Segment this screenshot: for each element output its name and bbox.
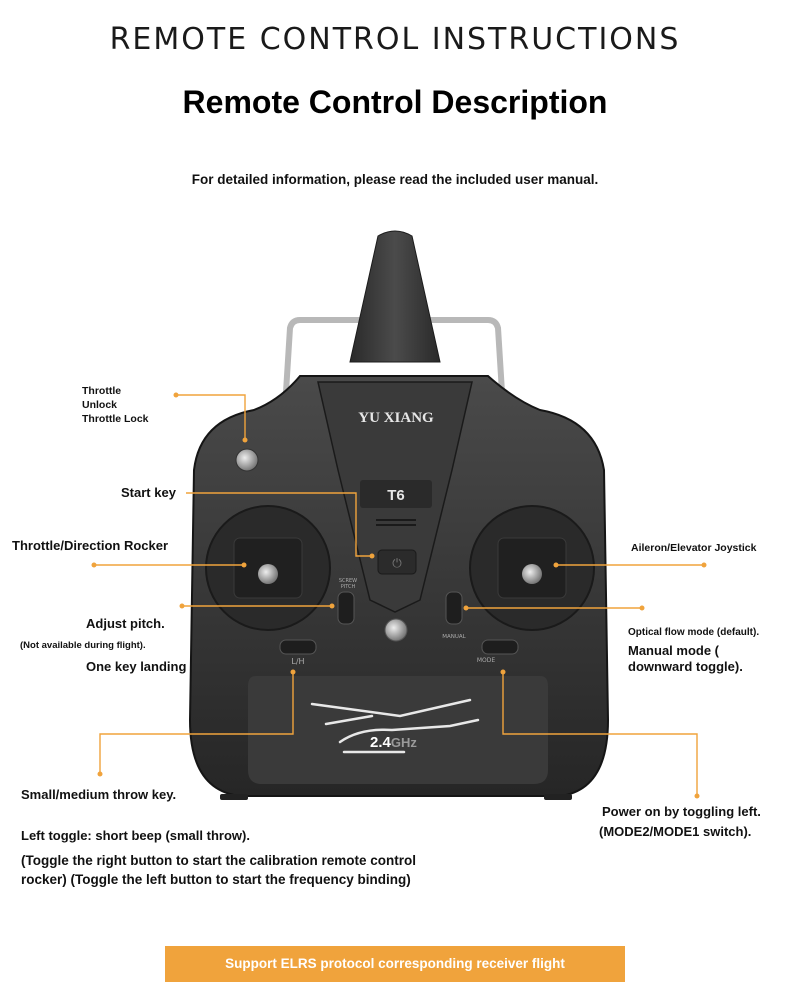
label-power-on-1: Power on by toggling left. [602, 804, 761, 819]
label-throttle: Throttle [82, 385, 122, 397]
label-one-key-landing: One key landing [86, 659, 187, 674]
power-icon: ⏻ [392, 556, 402, 570]
label-adjust-pitch: Adjust pitch. [86, 616, 165, 631]
label-power-on-2: (MODE2/MODE1 switch). [599, 824, 752, 839]
label-manual-mode-2: downward toggle). [628, 659, 743, 674]
label-not-available: (Not available during flight). [20, 640, 146, 651]
callout-small-medium [99, 672, 294, 774]
mode-switch[interactable] [481, 639, 519, 655]
label-throttle-unlock: Throttle Unlock Throttle Lock [82, 384, 149, 426]
manual-mode-switch[interactable] [445, 591, 463, 625]
one-key-landing-button[interactable] [384, 618, 408, 642]
callout-throttle-unlock [176, 394, 246, 440]
helicopter-logo [310, 698, 480, 754]
label-throttle-lock: Throttle Lock [82, 413, 149, 425]
label-toggle-right-2: rocker) (Toggle the left button to start… [21, 872, 411, 887]
model-plate [360, 480, 432, 508]
antenna [349, 230, 441, 363]
brand-text: YU XIANG [358, 410, 434, 426]
mode-label: MODE [477, 657, 496, 664]
manual-note: For detailed information, please read th… [191, 172, 599, 187]
label-left-toggle: Left toggle: short beep (small throw). [21, 828, 250, 843]
label-aileron-elevator: Aileron/Elevator Joystick [631, 542, 757, 554]
label-start-key: Start key [121, 485, 176, 500]
foot-right [544, 794, 572, 800]
throttle-unlock-knob[interactable] [235, 448, 259, 472]
foot-left [220, 794, 248, 800]
label-unlock: Unlock [82, 399, 118, 411]
carry-handle [283, 317, 505, 395]
callout-power-on [502, 672, 698, 796]
callout-start-key [186, 492, 372, 557]
start-key[interactable] [377, 549, 417, 575]
label-toggle-right-1: (Toggle the right button to start the ca… [21, 853, 416, 868]
pitch-label: PITCH [341, 584, 356, 590]
throw-switch[interactable] [279, 639, 317, 655]
section-title: Remote Control Description [182, 84, 608, 120]
frequency-text: 2.4GHz [370, 734, 417, 751]
label-throttle-direction: Throttle/Direction Rocker [12, 538, 169, 553]
speaker-grill [376, 519, 416, 526]
right-joystick[interactable] [469, 505, 595, 631]
lh-label: L/H [291, 657, 304, 666]
manual-label: MANUAL [442, 634, 466, 640]
label-manual-mode-1: Manual mode ( [628, 643, 720, 658]
left-joystick[interactable] [205, 505, 331, 631]
elrs-banner: Support ELRS protocol corresponding rece… [165, 946, 625, 982]
screw-pitch-label: SCREW [339, 578, 357, 584]
label-small-medium: Small/medium throw key. [21, 787, 177, 802]
screw-pitch-switch[interactable] [337, 591, 355, 625]
label-optical-flow: Optical flow mode (default). [628, 627, 760, 638]
model-text: T6 [387, 487, 405, 504]
page-title: REMOTE CONTROL INSTRUCTIONS [109, 22, 681, 57]
